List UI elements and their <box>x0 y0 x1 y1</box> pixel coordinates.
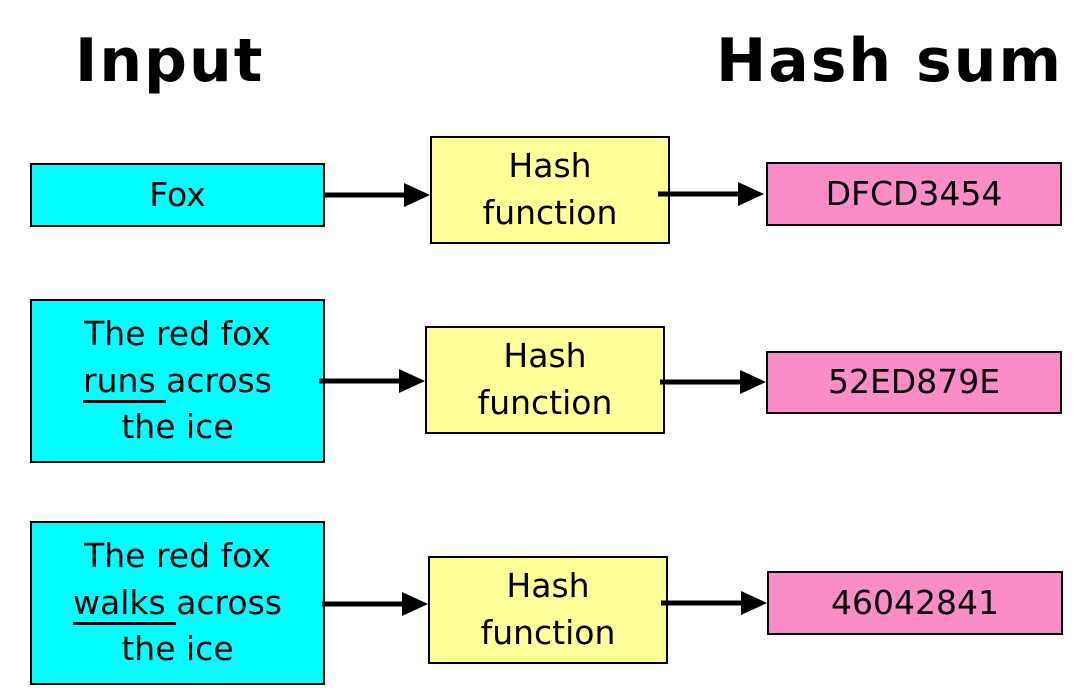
hash-sum-text-row3: 46042841 <box>831 582 999 622</box>
hash-sum-column-title: Hash sum <box>716 26 1063 96</box>
input-text-row1: Fox <box>149 174 206 214</box>
hash-function-box-row1: Hash function <box>430 136 670 244</box>
input-box-row3: The red fox walks across the ice <box>30 521 325 685</box>
input-line1-row3: The red fox <box>84 535 271 575</box>
input-text-row3: The red fox walks across the ice <box>73 533 282 674</box>
hash-sum-text-row2: 52ED879E <box>827 362 1001 402</box>
line2-rest-row3: across <box>176 582 282 622</box>
hash-sum-text-row1: DFCD3454 <box>825 173 1003 213</box>
hash-function-box-row2: Hash function <box>425 326 665 434</box>
input-box-row1: Fox <box>30 163 325 227</box>
input-line2-row2: runs across <box>83 358 272 405</box>
flow-arrow-row1-left <box>324 183 430 207</box>
input-text-row2: The red fox runs across the ice <box>83 311 272 452</box>
hash-function-label-row3: Hash function <box>480 566 616 652</box>
hash-sum-box-row3: 46042841 <box>767 571 1063 635</box>
input-box-row2: The red fox runs across the ice <box>30 299 325 463</box>
input-line3-row3: the ice <box>121 629 234 669</box>
flow-arrow-row3-right <box>661 591 767 615</box>
hash-sum-box-row2: 52ED879E <box>766 351 1062 414</box>
underlined-word-row2: runs <box>83 360 167 403</box>
input-column-title: Input <box>75 26 265 96</box>
flow-arrow-row2-right <box>660 370 766 394</box>
input-line1-row2: The red fox <box>84 313 271 353</box>
line2-rest-row2: across <box>166 360 272 400</box>
input-line3-row2: the ice <box>121 407 234 447</box>
flow-arrow-row1-right <box>658 182 764 206</box>
flow-arrow-row3-left <box>322 592 428 616</box>
hash-function-box-row3: Hash function <box>428 556 668 664</box>
flow-arrow-row2-left <box>319 369 425 393</box>
hash-function-label-row1: Hash function <box>482 146 618 232</box>
hash-function-label-row2: Hash function <box>477 336 613 422</box>
underlined-word-row3: walks <box>73 582 177 625</box>
input-line2-row3: walks across <box>73 580 282 627</box>
hash-sum-box-row1: DFCD3454 <box>766 162 1062 226</box>
